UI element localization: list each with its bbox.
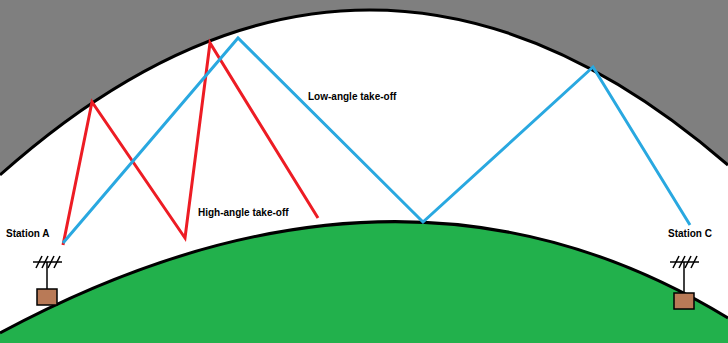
ray-label: High-angle take-off (197, 207, 290, 219)
antenna-symbol (33, 256, 62, 289)
ionosphere-boundary (0, 10, 728, 175)
station-box (37, 289, 57, 305)
station-box (674, 293, 694, 309)
earth-surface (0, 222, 728, 343)
ray-label: Low-angle take-off (307, 91, 397, 103)
low-angle-ray (63, 38, 690, 243)
high-angle-ray (63, 43, 318, 245)
earth-outline (0, 222, 728, 333)
ionosphere-region (0, 0, 728, 175)
station-label: Station C (667, 228, 713, 240)
antenna-symbol (670, 256, 699, 293)
station-label: Station A (5, 228, 51, 240)
